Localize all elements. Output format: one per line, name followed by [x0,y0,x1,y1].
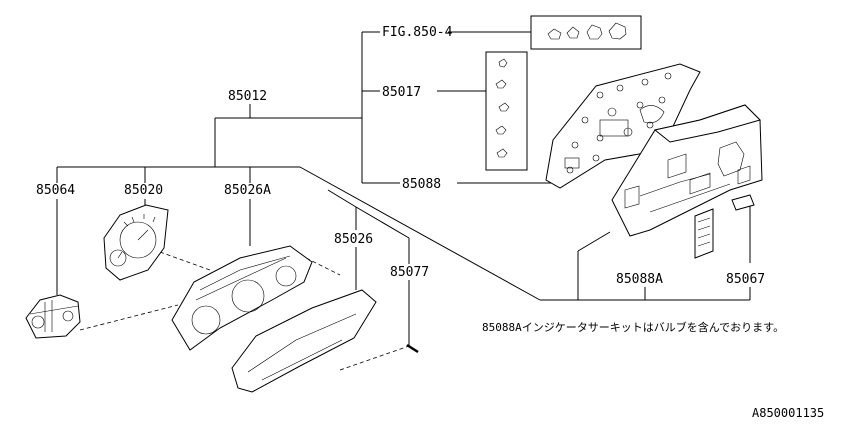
assembly-dash-lines [79,251,413,371]
diagram-code: A850001135 [752,406,824,420]
printed-circuit-board [545,63,701,189]
leader-lines [56,31,751,345]
part-85064-label: 85064 [36,183,75,198]
instrument-case [611,104,763,237]
part-85012-label: 85012 [228,89,267,104]
gauge-unit [25,294,81,339]
front-glass [231,289,377,393]
part-85077-label: 85077 [390,265,429,280]
part-85020-label: 85020 [124,183,163,198]
screw-set-box [485,51,528,171]
part-85026-label: 85026 [334,232,373,247]
part-85067-label: 85067 [726,272,765,287]
fig-ref-label: FIG.850-4 [382,25,453,40]
trip-knob [406,343,419,354]
part-85088-label: 85088 [402,177,441,192]
indicator-circuit-note: 85088Aインジケータサーキットはバルブを含んでおります。 [482,320,784,334]
screw-icon [495,58,510,158]
bulb-set-box [530,15,642,50]
part-85026a-label: 85026A [224,183,271,198]
part-85017-label: 85017 [382,85,421,100]
connector [694,194,755,259]
part-85088a-label: 85088A [616,272,663,287]
meter-housing [171,245,313,351]
bulb-icon [547,22,627,40]
speedometer-dial [103,204,169,281]
